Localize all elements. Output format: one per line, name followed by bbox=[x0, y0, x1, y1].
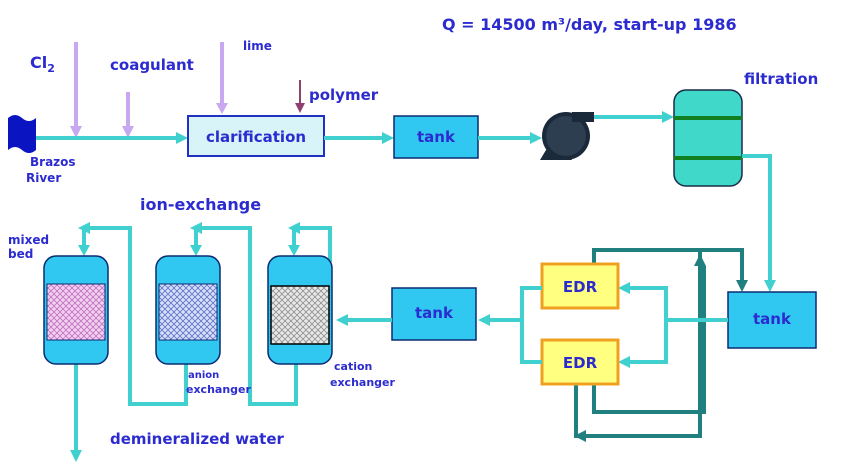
edr-top-label: EDR bbox=[563, 278, 598, 296]
arrow-output bbox=[70, 450, 82, 462]
flow-clarification-to-tank bbox=[324, 132, 394, 144]
coagulant-label: coagulant bbox=[110, 56, 194, 74]
flow-filtration-to-tank bbox=[742, 154, 776, 292]
mixed-bed-label-line2: bed bbox=[8, 247, 33, 261]
clarification-unit bbox=[187, 115, 325, 157]
cation-label-line1: cation bbox=[334, 360, 372, 373]
flow-pump-to-filtration bbox=[594, 111, 674, 123]
flow-edr-to-tank bbox=[488, 286, 542, 364]
tank-3-label: tank bbox=[753, 310, 792, 328]
tank-2 bbox=[391, 287, 477, 341]
brazos-river-source bbox=[8, 115, 36, 153]
cation-exchanger-column bbox=[267, 255, 333, 365]
demineralized-water-label: demineralized water bbox=[110, 430, 285, 448]
cl2-label: Cl2 bbox=[30, 53, 55, 75]
pump-icon bbox=[540, 112, 594, 160]
tank-1 bbox=[393, 115, 479, 159]
flow-rate-title: Q = 14500 m³/day, start-up 1986 bbox=[442, 15, 737, 34]
tank-1-label: tank bbox=[417, 128, 456, 146]
flow-tank-to-edr-top bbox=[618, 282, 728, 322]
lime-label: lime bbox=[243, 39, 272, 53]
arrow-pipe-cation-top bbox=[288, 222, 300, 234]
clarification-label: clarification bbox=[206, 128, 306, 146]
ion-exchange-title: ion-exchange bbox=[140, 195, 261, 214]
arrow-into-mixed-bed bbox=[78, 245, 90, 256]
anion-label-line2: exchanger bbox=[186, 383, 251, 396]
polymer-label: polymer bbox=[309, 86, 379, 104]
arrow-pipe-anion-top bbox=[190, 222, 202, 234]
coagulant-dosing-arrow bbox=[122, 92, 134, 138]
recycle-loop bbox=[574, 248, 744, 438]
flow-river-to-clarification bbox=[36, 132, 188, 144]
flow-tank-to-edr-bottom bbox=[618, 320, 668, 368]
mixed-bed-column bbox=[43, 255, 109, 365]
polymer-dosing-arrow bbox=[295, 80, 305, 113]
source-label-line2: River bbox=[26, 171, 61, 185]
flow-tank-to-pump bbox=[478, 132, 542, 144]
arrow-pipe-mixed-top bbox=[78, 222, 90, 234]
edr-bottom-label: EDR bbox=[563, 354, 598, 372]
ion-exchange-piping bbox=[74, 226, 332, 452]
lime-dosing-arrow bbox=[216, 42, 228, 114]
mixed-bed-label-line1: mixed bbox=[8, 233, 49, 247]
source-label-line1: Brazos bbox=[30, 155, 76, 169]
cation-label-line2: exchanger bbox=[330, 376, 395, 389]
recycle-arrow-left bbox=[574, 430, 586, 442]
arrow-into-anion bbox=[190, 245, 202, 256]
filtration-unit bbox=[673, 89, 743, 187]
recycle-arrow-up bbox=[694, 254, 706, 266]
cl2-dosing-arrow bbox=[70, 42, 82, 138]
tank-2-label: tank bbox=[415, 304, 454, 322]
recycle-arrow-down bbox=[736, 280, 748, 292]
edr-unit-bottom bbox=[540, 338, 620, 386]
flow-tank-to-cation bbox=[336, 314, 392, 326]
anion-exchanger-column bbox=[155, 255, 221, 365]
anion-label-line1: anion bbox=[188, 370, 219, 381]
arrow-into-cation bbox=[288, 245, 300, 256]
arrow-into-tank-2 bbox=[478, 314, 490, 326]
filtration-label: filtration bbox=[744, 70, 818, 88]
